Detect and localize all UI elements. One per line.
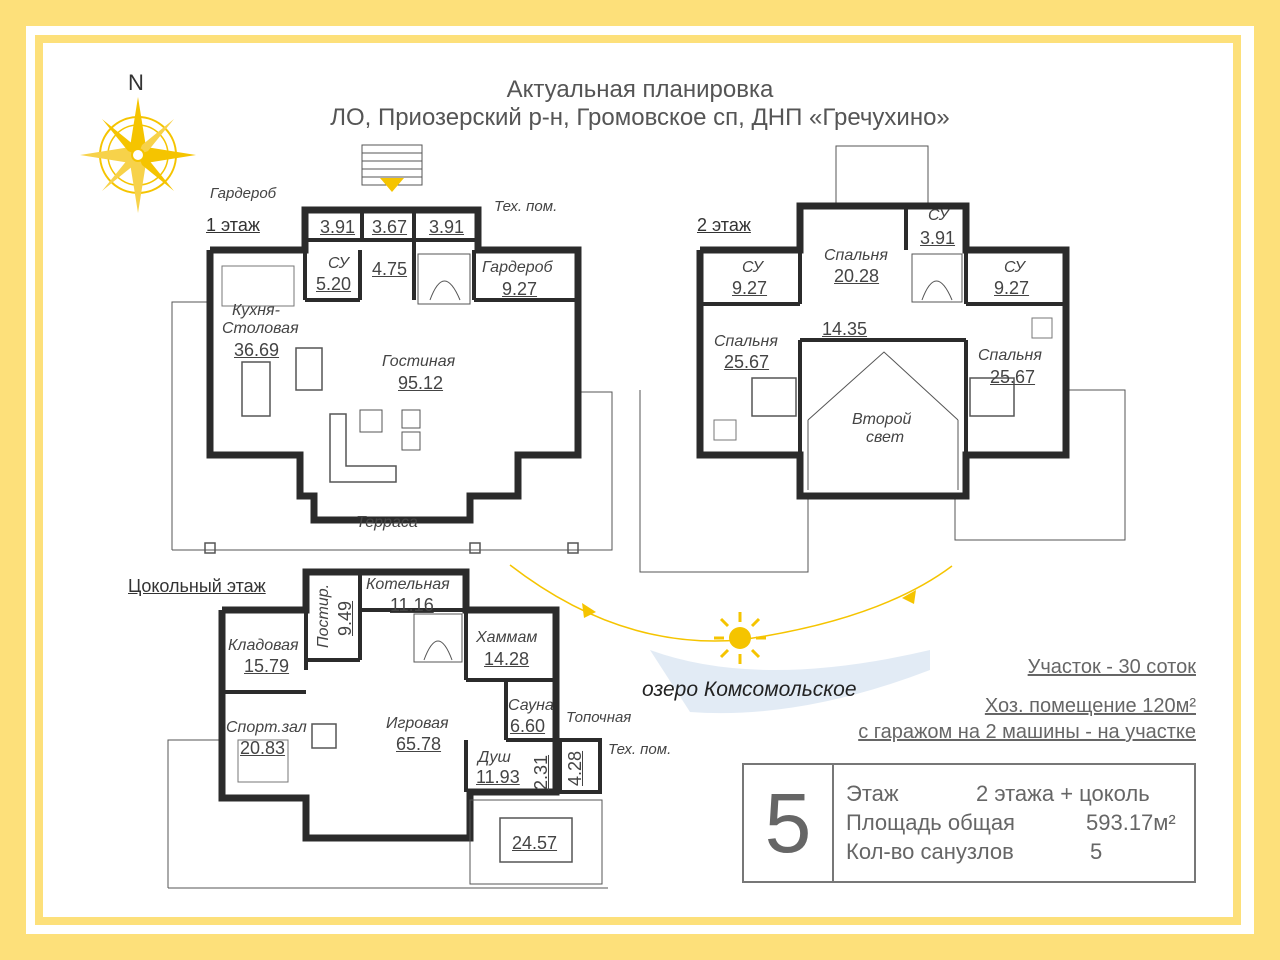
b-hammam-area: 14.28 (484, 649, 530, 669)
f1-su-area: 5.20 (316, 274, 352, 294)
f1-gard-top: Гардероб (210, 185, 277, 202)
f2-su-right-area: 9.27 (994, 278, 1030, 298)
f1-r367: 3.67 (372, 217, 408, 237)
compass-rose-icon (80, 97, 196, 213)
floor2-label: 2 этаж (697, 215, 751, 235)
b-boiler: Котельная (366, 576, 450, 593)
f2-second-light1: Второй (852, 411, 912, 428)
info-floors-label: Этаж (846, 781, 899, 806)
f1-r391a: 3.91 (320, 217, 356, 237)
f2-bed-top: Спальня (824, 247, 888, 264)
floor1-plan (171, 144, 613, 554)
sun-icon (714, 612, 766, 664)
b-pantry: Постир. (315, 583, 332, 648)
info-bath-value: 5 (1090, 839, 1103, 864)
f1-living: Гостиная (382, 353, 456, 370)
b-shower: Душ (478, 749, 511, 766)
f1-living-area: 95.12 (398, 373, 444, 393)
info-area-value: 593.17м² (1086, 810, 1176, 835)
b-gym-area: 20.83 (240, 738, 286, 758)
info-box: 5 Этаж 2 этажа + цоколь Площадь общая 59… (742, 763, 1196, 883)
f1-su: СУ (328, 255, 349, 272)
b-furnace: Топочная (566, 709, 632, 726)
f1-tech-top: Тех. пом. (494, 198, 558, 215)
info-garage: с гаражом на 2 машины - на участке (858, 721, 1196, 743)
f1-kitchen-area: 36.69 (234, 340, 280, 360)
b-tech: Тех. пом. (608, 741, 672, 758)
lake-label: озеро Комсомольское (642, 678, 857, 701)
f2-bed-left-area: 25.67 (724, 352, 770, 372)
f1-gard2-area: 9.27 (502, 279, 538, 299)
f2-su-left: СУ (742, 259, 763, 276)
compass-north-label: N (128, 70, 144, 95)
b-play-area: 65.78 (396, 734, 442, 754)
f1-r391b: 3.91 (429, 217, 465, 237)
b-pool-area: 24.57 (512, 833, 558, 853)
info-area-label: Площадь общая (846, 810, 1015, 835)
b-r428: 4.28 (565, 750, 585, 786)
b-boiler-area: 11.16 (390, 595, 434, 615)
f2-bed-right-area: 25.67 (990, 367, 1036, 387)
entrance-arrow-icon (380, 178, 404, 192)
info-plot: Участок - 30 соток (1027, 656, 1196, 678)
info-outbuilding: Хоз. помещение 120м² (984, 695, 1196, 717)
f2-bed-top-area: 20.28 (834, 266, 880, 286)
b-sauna-area: 6.60 (510, 716, 546, 736)
f1-terrace: Терраса (356, 514, 418, 531)
f1-kitchen2: Столовая (222, 320, 299, 337)
f1-gard2: Гардероб (482, 259, 553, 276)
b-r231: 2.31 (531, 754, 551, 790)
b-play: Игровая (386, 715, 449, 732)
f2-bed-left: Спальня (714, 333, 778, 350)
lake-wave (650, 650, 930, 714)
b-sauna: Сауна (508, 697, 554, 714)
f2-su-mid-area: 3.91 (920, 228, 956, 248)
f2-su-mid: СУ (928, 207, 949, 224)
info-bath-label: Кол-во санузлов (846, 839, 1014, 864)
f2-bed-right: Спальня (978, 347, 1042, 364)
project-number: 5 (744, 765, 834, 881)
f1-r475: 4.75 (372, 259, 408, 279)
floor1-label: 1 этаж (206, 215, 260, 235)
basement-label: Цокольный этаж (128, 576, 266, 596)
b-storage: Кладовая (228, 637, 299, 654)
info-floors-value: 2 этажа + цоколь (976, 781, 1150, 806)
arc-arrow-right-icon (902, 590, 916, 604)
title-line2: ЛО, Приозерский р-н, Громовское сп, ДНП … (330, 104, 950, 131)
b-hammam: Хаммам (476, 629, 538, 646)
f1-kitchen1: Кухня- (232, 302, 280, 319)
b-gym: Спорт.зал (226, 719, 307, 736)
arc-arrow-left-icon (582, 603, 596, 618)
b-pantry-area: 9.49 (335, 600, 355, 636)
basement-plan (167, 568, 608, 889)
f2-su-right: СУ (1004, 259, 1025, 276)
frame-border (35, 35, 1241, 925)
f2-hall-area: 14.35 (822, 319, 868, 339)
f2-second-light2: свет (866, 429, 905, 446)
b-shower-area: 11.93 (476, 767, 520, 787)
b-storage-area: 15.79 (244, 656, 290, 676)
floor2-plan (639, 145, 1126, 573)
title-line1: Актуальная планировка (506, 76, 774, 103)
f2-su-left-area: 9.27 (732, 278, 768, 298)
